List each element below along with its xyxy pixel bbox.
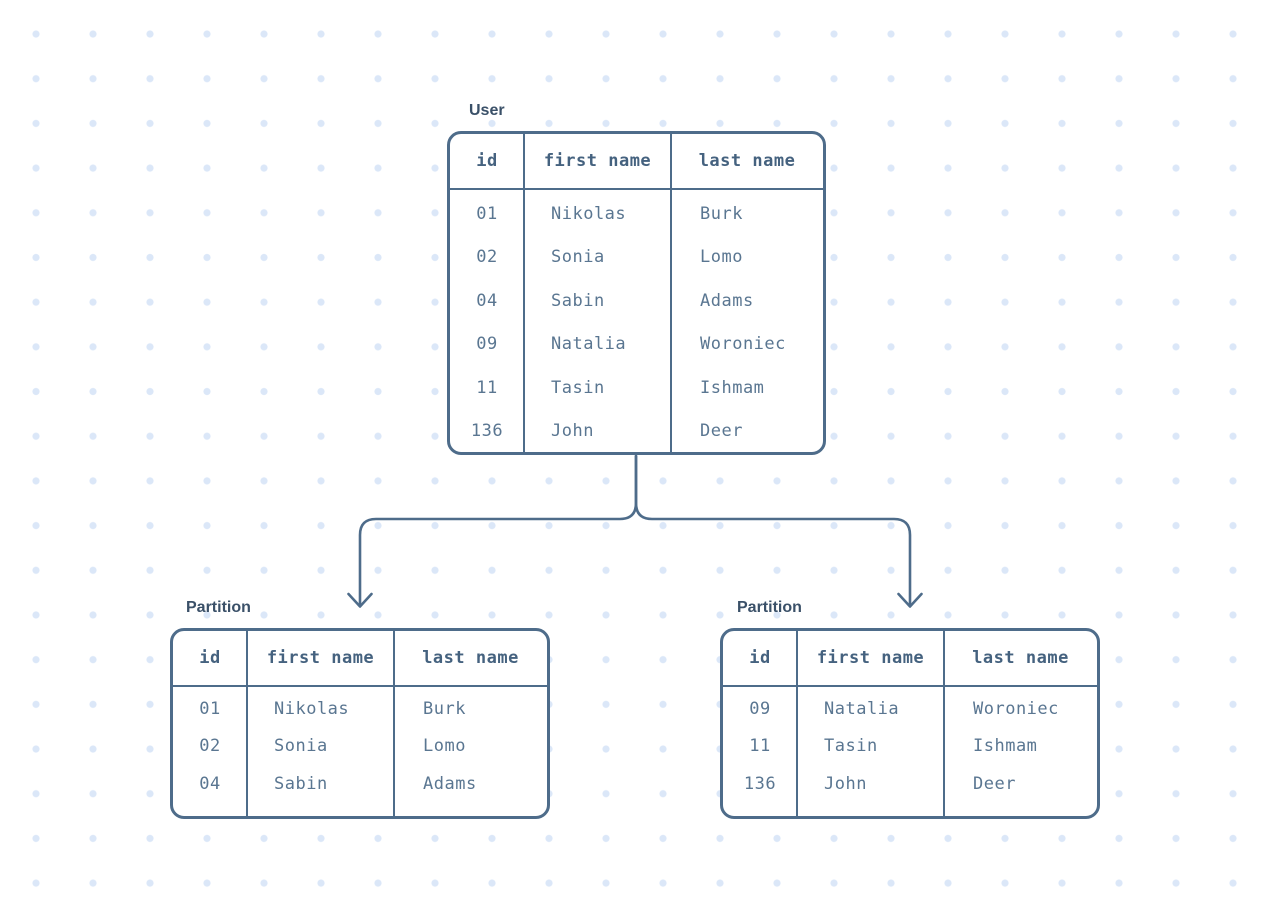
cell-id: 11 — [749, 736, 771, 757]
column-divider — [393, 631, 395, 816]
table-row: 09 Natalia Woroniec — [450, 323, 823, 367]
cell-last-name: Burk — [423, 698, 466, 719]
cell-last-name: Adams — [423, 773, 477, 794]
cell-last-name: Ishmam — [700, 377, 765, 398]
column-header-first-name: first name — [543, 151, 652, 171]
column-divider — [670, 134, 672, 452]
cell-id: 02 — [476, 247, 498, 268]
column-header-id: id — [476, 151, 498, 171]
table-row: 04 Sabin Adams — [450, 279, 823, 323]
cell-first-name: Tasin — [824, 736, 878, 757]
cell-first-name: Sabin — [274, 773, 328, 794]
table-header-row: id first name last name — [723, 631, 1097, 685]
partition-right-block: Partition id first name last name 09 Nat… — [720, 599, 1100, 819]
partition-left-block: Partition id first name last name 01 Nik… — [170, 599, 550, 819]
column-header-last-name: last name — [698, 151, 796, 171]
cell-last-name: Lomo — [423, 736, 466, 757]
cell-id: 02 — [199, 736, 221, 757]
column-header-id: id — [199, 648, 221, 668]
cell-first-name: Tasin — [551, 377, 605, 398]
cell-id: 11 — [476, 377, 498, 398]
column-divider — [796, 631, 798, 816]
user-table-title: User — [469, 102, 505, 119]
table-header-row: id first name last name — [450, 134, 823, 188]
cell-id: 136 — [470, 421, 504, 442]
cell-first-name: Natalia — [551, 334, 627, 355]
table-row: 04 Sabin Adams — [173, 765, 547, 803]
user-table: id first name last name 01 Nikolas Burk … — [447, 131, 826, 455]
cell-id: 01 — [476, 203, 498, 224]
partition-right-table: id first name last name 09 Natalia Woron… — [720, 628, 1100, 819]
arrowhead-right-icon — [897, 592, 923, 608]
cell-first-name: Sonia — [551, 247, 605, 268]
table-row: 02 Sonia Lomo — [450, 236, 823, 280]
cell-id: 09 — [749, 698, 771, 719]
partition-left-title: Partition — [186, 599, 251, 616]
table-body: 01 Nikolas Burk 02 Sonia Lomo 04 Sabin A… — [450, 188, 823, 453]
cell-last-name: Woroniec — [973, 698, 1059, 719]
cell-last-name: Ishmam — [973, 736, 1038, 757]
cell-first-name: Nikolas — [551, 203, 627, 224]
cell-first-name: Natalia — [824, 698, 900, 719]
column-divider — [943, 631, 945, 816]
column-header-last-name: last name — [422, 648, 519, 668]
table-row: 01 Nikolas Burk — [173, 690, 547, 728]
table-row: 01 Nikolas Burk — [450, 192, 823, 236]
cell-first-name: Nikolas — [274, 698, 350, 719]
cell-id: 04 — [476, 290, 498, 311]
cell-last-name: Adams — [700, 290, 754, 311]
cell-first-name: Sabin — [551, 290, 605, 311]
header-divider — [450, 188, 823, 190]
table-row: 136 John Deer — [450, 410, 823, 453]
column-divider — [246, 631, 248, 816]
header-divider — [723, 685, 1097, 687]
cell-last-name: Deer — [700, 421, 743, 442]
table-body: 01 Nikolas Burk 02 Sonia Lomo 04 Sabin A… — [173, 685, 547, 803]
partition-right-title: Partition — [737, 599, 802, 616]
cell-id: 09 — [476, 334, 498, 355]
cell-first-name: John — [824, 773, 867, 794]
column-header-last-name: last name — [972, 648, 1069, 668]
cell-first-name: Sonia — [274, 736, 328, 757]
cell-last-name: Woroniec — [700, 334, 786, 355]
user-table-block: User id first name last name 01 Nikolas … — [447, 102, 826, 455]
partition-left-table: id first name last name 01 Nikolas Burk … — [170, 628, 550, 819]
column-divider — [523, 134, 525, 452]
column-header-first-name: first name — [816, 648, 925, 668]
column-header-first-name: first name — [266, 648, 375, 668]
table-row: 09 Natalia Woroniec — [723, 690, 1097, 728]
cell-id: 01 — [199, 698, 221, 719]
connector-left — [358, 454, 638, 606]
cell-id: 04 — [199, 773, 221, 794]
table-body: 09 Natalia Woroniec 11 Tasin Ishmam 136 … — [723, 685, 1097, 803]
table-row: 136 John Deer — [723, 765, 1097, 803]
cell-id: 136 — [743, 773, 777, 794]
cell-first-name: John — [551, 421, 594, 442]
cell-last-name: Burk — [700, 203, 743, 224]
cell-last-name: Lomo — [700, 247, 743, 268]
table-row: 11 Tasin Ishmam — [723, 728, 1097, 766]
cell-last-name: Deer — [973, 773, 1016, 794]
table-row: 11 Tasin Ishmam — [450, 366, 823, 410]
arrowhead-left-icon — [347, 592, 373, 608]
header-divider — [173, 685, 547, 687]
table-header-row: id first name last name — [173, 631, 547, 685]
column-header-id: id — [749, 648, 771, 668]
connector-right — [634, 454, 912, 606]
table-row: 02 Sonia Lomo — [173, 728, 547, 766]
